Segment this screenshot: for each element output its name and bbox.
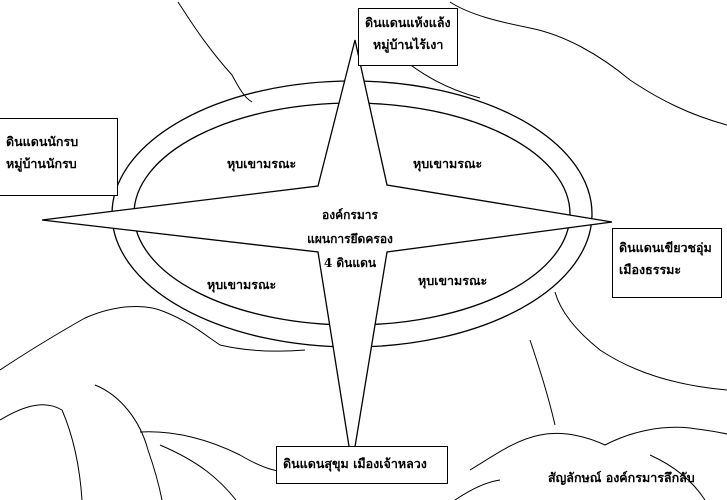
quadrant-label-bottom-right: หุบเขามรณะ (418, 273, 487, 289)
land-west-line-2: หมู่บ้านนักรบ (6, 156, 77, 171)
contour-bottom-right (469, 426, 727, 471)
center-line-1: องค์กรมาร (322, 208, 378, 222)
center-line-2: แผนการยึดครอง (307, 232, 393, 246)
contour-right-edge (649, 454, 706, 500)
contour-left-hill (0, 305, 306, 371)
land-north-line-1: ดินแดนแห้งแล้ง (365, 15, 451, 30)
quadrant-label-bottom-left: หุบเขามรณะ (207, 277, 276, 293)
contour-left-hill-3 (94, 384, 163, 500)
center-label: องค์กรมาร แผนการยึดครอง 4 ดินแดน (290, 203, 410, 275)
center-line-3: 4 ดินแดน (323, 256, 377, 270)
contour-left-hill-2 (0, 404, 83, 500)
symbol-caption: สัญลักษณ์ องค์กรมารลึกลับ (548, 470, 695, 485)
contour-mid-right-2 (529, 339, 556, 426)
contour-bottom-mid-2 (159, 444, 237, 500)
land-box-north: ดินแดนแห้งแล้ง หมู่บ้านไร้เงา (358, 8, 458, 66)
land-east-line-2: เมืองธรรมะ (619, 262, 682, 277)
quadrant-label-top-right: หุบเขามรณะ (413, 156, 482, 172)
land-box-west: ดินแดนนักรบ หมู่บ้านนักรบ (0, 118, 118, 196)
contour-top-left (177, 1, 253, 103)
quadrant-label-top-left: หุบเขามรณะ (227, 156, 296, 172)
contour-top-right (449, 1, 727, 126)
land-south-line-1: ดินแดนสุขุม เมืองเจ้าหลวง (283, 456, 427, 471)
land-box-south: ดินแดนสุขุม เมืองเจ้าหลวง (276, 446, 448, 484)
contour-bottom-right-2 (454, 479, 501, 500)
land-north-line-2: หมู่บ้านไร้เงา (373, 37, 444, 52)
land-east-line-1: ดินแดนเขียวชอุ่ม (619, 240, 712, 255)
land-west-line-1: ดินแดนนักรบ (6, 134, 79, 149)
land-box-east: ดินแดนเขียวชอุ่ม เมืองธรรมะ (612, 228, 722, 298)
contour-mid-right (554, 291, 727, 391)
